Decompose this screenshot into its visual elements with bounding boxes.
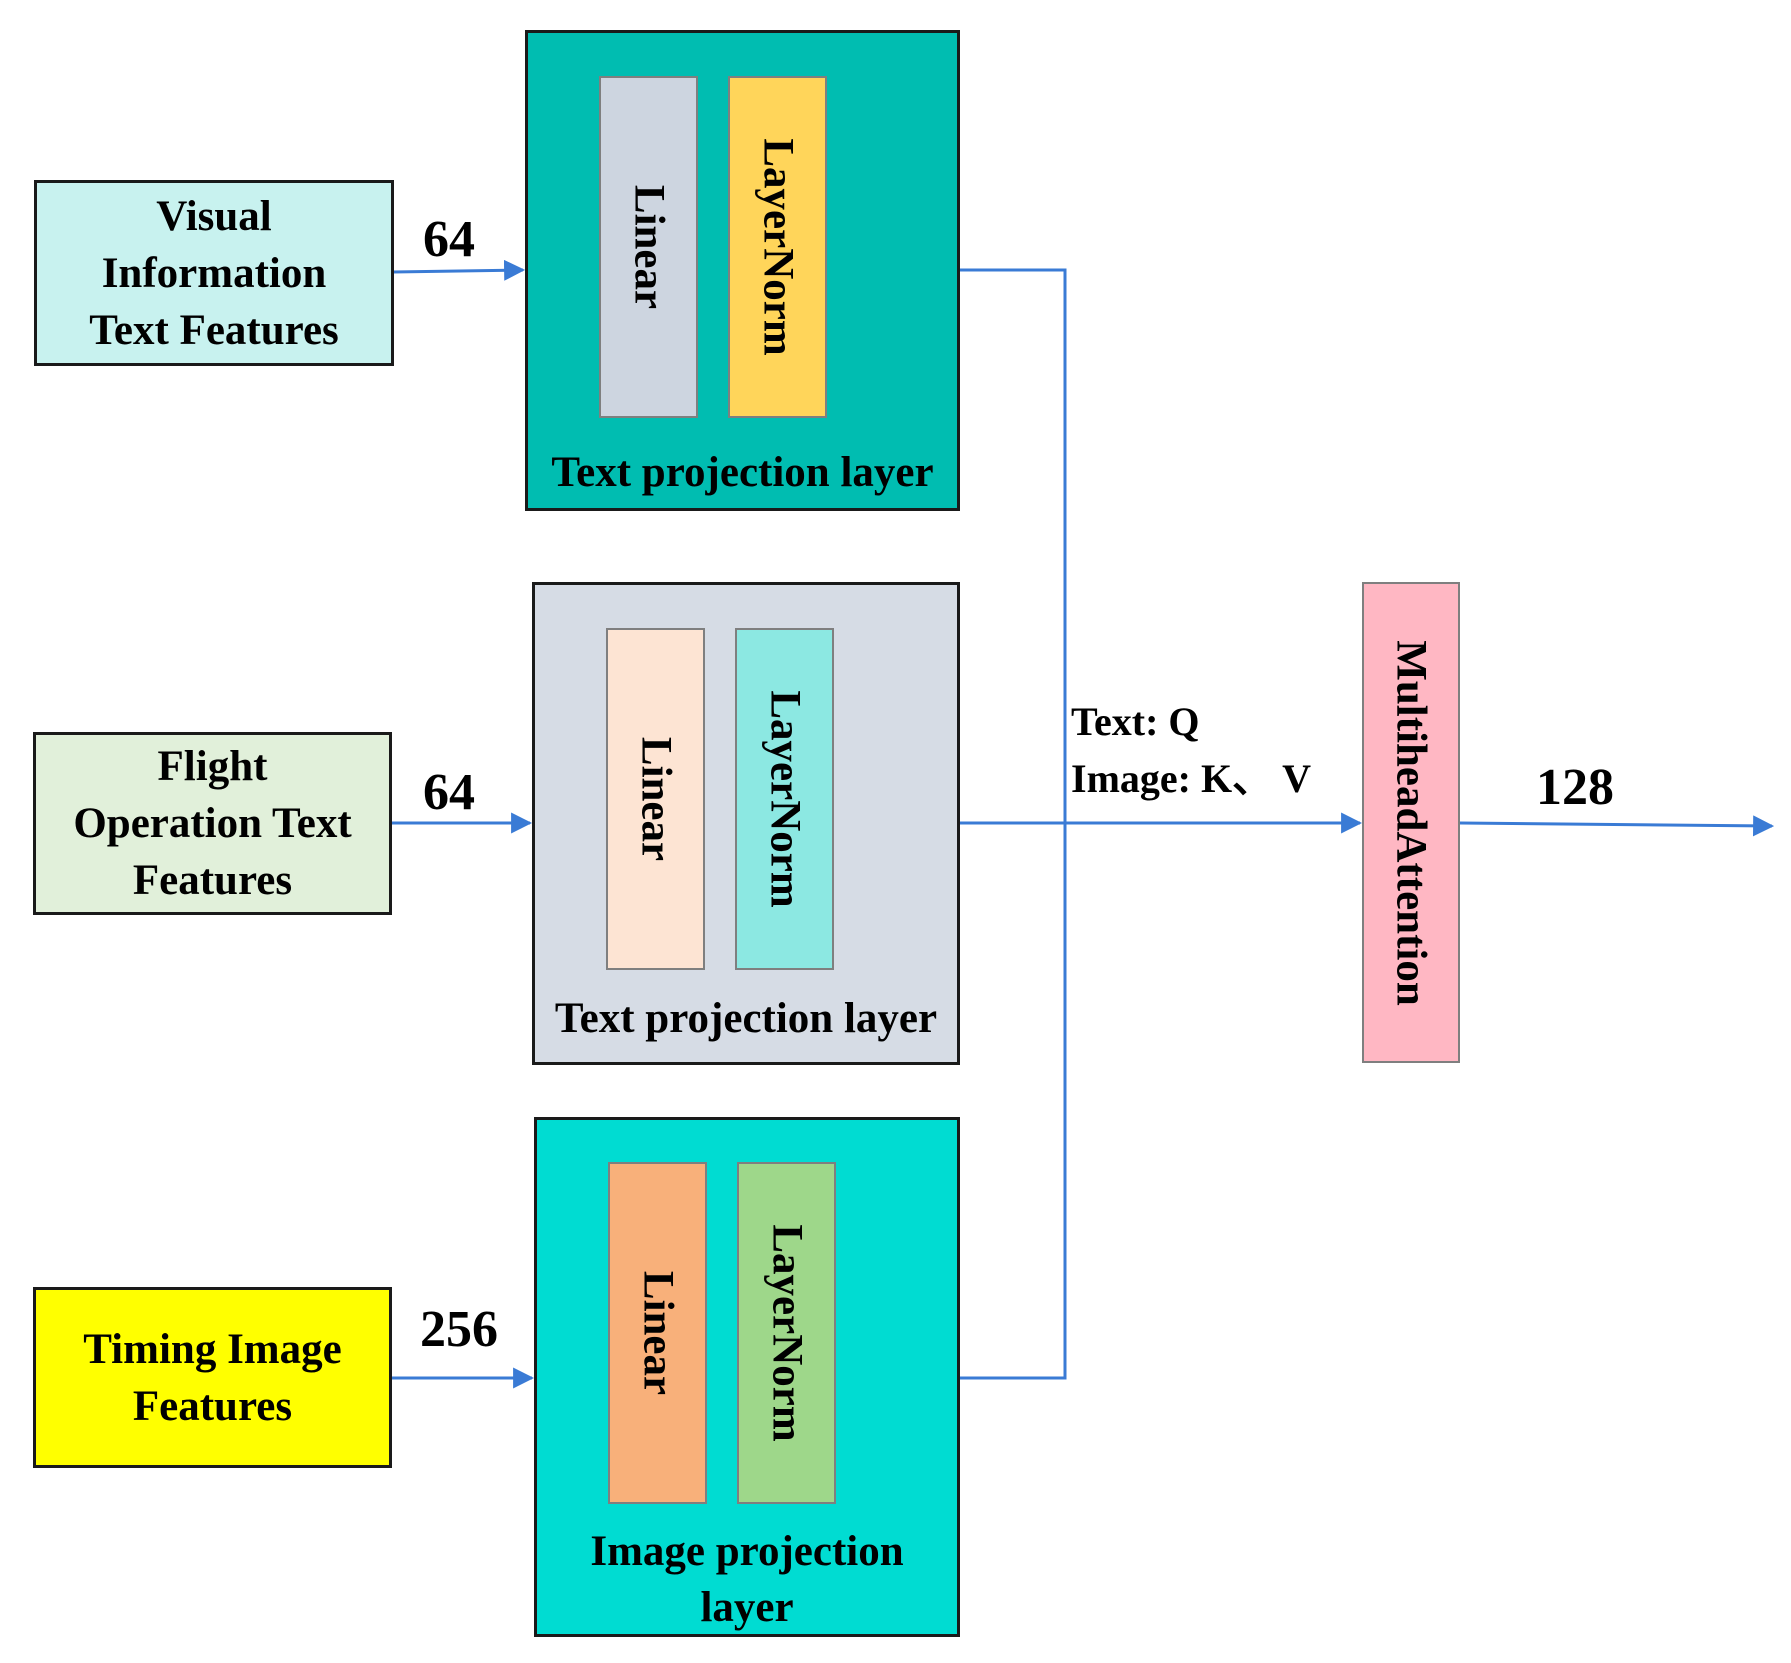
top-layernorm-block: LayerNorm [728, 76, 827, 418]
dim-label-flight: 64 [423, 764, 475, 821]
query-label: Text: Q [1071, 699, 1200, 744]
bottom-layernorm-label: LayerNorm [763, 1224, 810, 1442]
qkv-labels: Text: Q Image: K、 V [1071, 693, 1311, 807]
dim-label-timing: 256 [420, 1301, 498, 1358]
middle-linear-block: Linear [606, 628, 705, 970]
middle-text-projection-layer: Linear LayerNorm Text projection layer [532, 582, 960, 1065]
top-layer-title: Text projection layer [551, 449, 934, 496]
key-value-label: Image: K、 V [1071, 756, 1311, 801]
dim-label-visual: 64 [423, 211, 475, 268]
arrow-visual-to-top-layer [392, 259, 526, 281]
middle-layernorm-label: LayerNorm [761, 690, 808, 908]
middle-layer-title: Text projection layer [554, 995, 938, 1042]
arrow-attention-output [1459, 815, 1775, 837]
multihead-attention-label: MultiheadAttention [1387, 639, 1435, 1006]
timing-image-features-label: Timing Image Features [83, 1325, 342, 1430]
bottom-linear-label: Linear [634, 1270, 681, 1396]
bottom-layer-title: Image projection layer [590, 1528, 904, 1631]
bottom-layernorm-block: LayerNorm [737, 1162, 836, 1504]
top-layernorm-label: LayerNorm [754, 138, 801, 356]
multihead-attention-block: MultiheadAttention [1362, 582, 1460, 1063]
visual-information-text-features-label: Visual Information Text Features [89, 192, 339, 354]
top-linear-label: Linear [625, 184, 672, 310]
flight-operation-text-features-label: Flight Operation Text Features [73, 743, 352, 904]
visual-information-text-features-box: Visual Information Text Features [34, 180, 394, 366]
line-bottom-layer-to-junction [960, 823, 1067, 1380]
top-linear-block: Linear [599, 76, 698, 418]
line-top-layer-to-junction [960, 268, 1067, 823]
bottom-image-projection-layer: Linear LayerNorm Image projection layer [534, 1117, 960, 1637]
bottom-linear-block: Linear [608, 1162, 707, 1504]
middle-layernorm-block: LayerNorm [735, 628, 834, 970]
top-text-projection-layer: Linear LayerNorm Text projection layer [525, 30, 960, 511]
timing-image-features-box: Timing Image Features [33, 1287, 392, 1468]
middle-linear-label: Linear [632, 736, 679, 862]
dim-label-output: 128 [1536, 759, 1614, 816]
flight-operation-text-features-box: Flight Operation Text Features [33, 732, 392, 915]
